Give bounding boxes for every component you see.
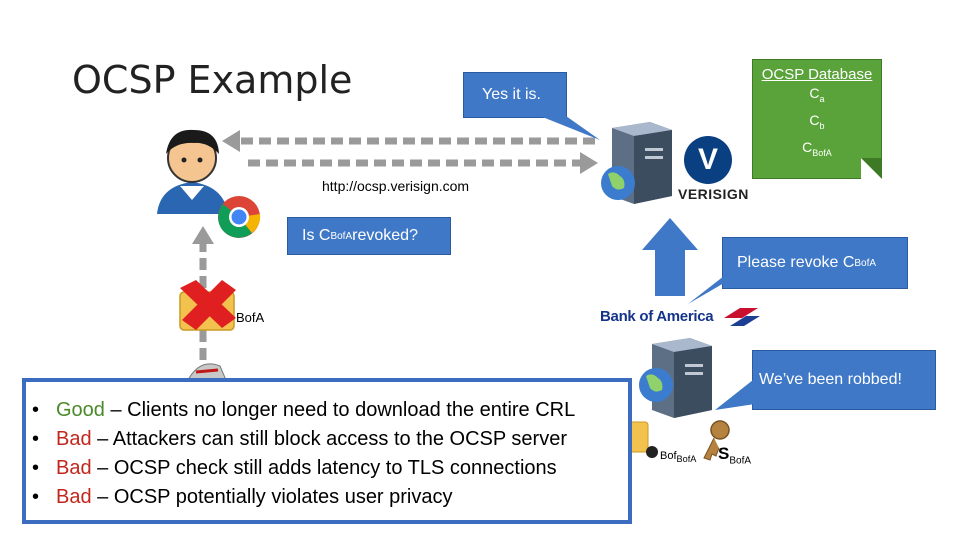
response-arrow [222,130,595,152]
key-caption: SBofA [718,444,752,467]
db-entry-bofa: CBofA [802,138,832,158]
bullet-item-bad-latency: •Bad – OCSP check still adds latency to … [32,457,557,479]
globe-icon [601,166,635,200]
chrome-browser-icon [218,196,261,238]
bullet-item-bad-block: •Bad – Attackers can still block access … [32,428,567,450]
yes-it-is-callout: Yes it is. [463,72,567,118]
ocsp-url-label: http://ocsp.verisign.com [322,178,470,194]
yes-callout-pointer [540,116,600,140]
ocsp-database-note: OCSP Database Ca Cb CBofA [752,59,882,179]
cert-to-user-arrow [192,226,214,378]
bofa-cert-label: BofA [236,310,265,325]
pros-cons-list: •Good – Clients no longer need to downlo… [26,382,628,512]
bullet-item-good-crl: •Good – Clients no longer need to downlo… [32,399,576,421]
key-icon [703,420,730,461]
bank-flag-icon [724,308,760,326]
robbed-text: We’ve been robbed! [759,371,902,388]
bank-globe-icon [639,368,673,402]
revoke-request-arrow [642,218,698,296]
cert-caption: BofBofA [660,450,697,465]
bullet-item-bad-privacy: •Bad – OCSP potentially violates user pr… [32,486,453,508]
bank-server-icon [652,338,712,418]
please-revoke-pointer [688,276,736,304]
bank-of-america-logo: Bank of America [600,308,714,325]
verisign-check-icon: V [684,136,732,184]
yes-it-is-text: Yes it is. [482,86,541,103]
server-icon [612,122,672,204]
robbed-pointer [715,380,755,410]
db-entry-b: Cb [809,111,825,131]
user-avatar-icon [157,129,228,214]
ocsp-database-title: OCSP Database [761,66,873,83]
robbed-callout: We’ve been robbed! [752,350,936,410]
note-fold [861,158,882,179]
attacker-icon [187,363,227,381]
red-x-icon [180,280,236,330]
slide-title: OCSP Example [72,58,353,102]
pros-cons-box: •Good – Clients no longer need to downlo… [22,378,632,524]
request-arrow [248,152,598,174]
verisign-logo: VERISIGN [678,186,749,202]
db-entry-a: Ca [809,85,825,104]
